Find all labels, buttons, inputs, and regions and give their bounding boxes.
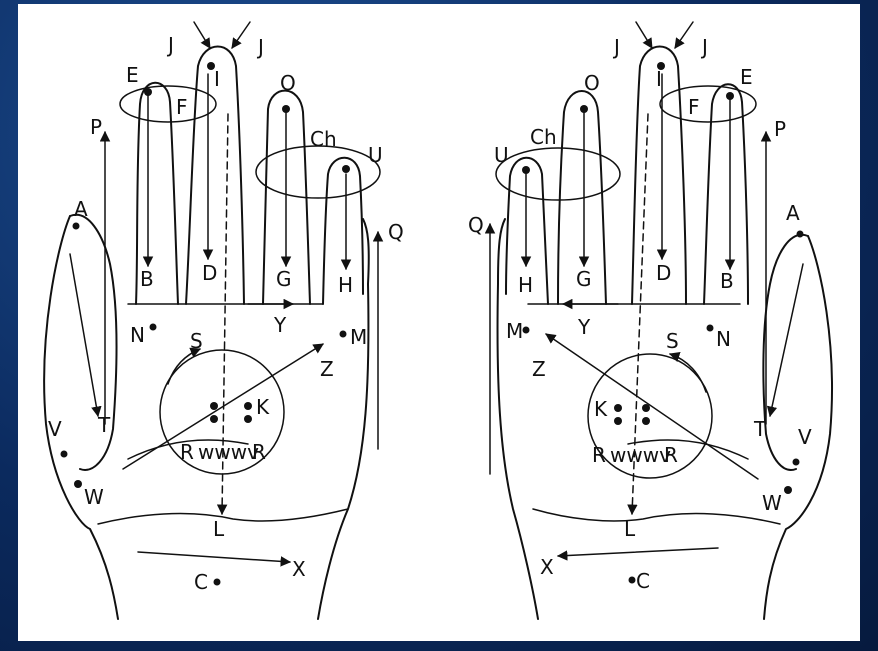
- right-label-f: F: [688, 95, 700, 119]
- right-label-v: V: [798, 425, 812, 449]
- left-label-i: I: [214, 67, 220, 91]
- right-label-o: O: [584, 71, 600, 95]
- left-label-n: N: [130, 323, 145, 347]
- right-arrow-j1: [636, 22, 652, 48]
- right-label-h: H: [518, 273, 533, 297]
- left-label-h: H: [338, 273, 353, 297]
- right-label-j1: J: [612, 35, 620, 59]
- left-label-a: A: [74, 197, 88, 221]
- left-label-q: Q: [388, 220, 404, 244]
- right-label-j2: J: [700, 35, 708, 59]
- left-label-y: Y: [273, 313, 287, 337]
- right-label-k: K: [594, 397, 608, 421]
- left-label-e: E: [126, 63, 139, 87]
- diagram-panel: J J I E F O Ch U P A Q B D G H N Y M S Z…: [18, 4, 860, 641]
- left-arrow-x: [138, 552, 290, 562]
- left-label-r1: R: [180, 440, 194, 464]
- right-arrow-x: [558, 548, 718, 556]
- left-hand: J J I E F O Ch U P A Q B D G H N Y M S Z…: [44, 22, 404, 619]
- left-arrow-j1: [194, 22, 210, 48]
- left-label-r2: R: [252, 440, 266, 464]
- left-label-d: D: [202, 261, 217, 285]
- left-label-w: W: [84, 485, 104, 509]
- left-label-s: S: [190, 329, 203, 353]
- right-label-u: U: [494, 143, 509, 167]
- right-label-c: C: [636, 569, 650, 593]
- left-label-wave: wwwv: [198, 440, 259, 464]
- left-label-x: X: [292, 557, 306, 581]
- right-label-a: A: [786, 201, 800, 225]
- left-label-g: G: [276, 267, 292, 291]
- left-label-t: T: [97, 413, 111, 437]
- right-label-t: T: [753, 417, 767, 441]
- left-label-c: C: [194, 570, 208, 594]
- left-label-b: B: [140, 267, 154, 291]
- left-label-o: O: [280, 71, 296, 95]
- left-label-p: P: [90, 115, 102, 139]
- right-hand: J J I E F O Ch U P A Q B D G H N Y M S Z…: [468, 22, 832, 619]
- left-label-f: F: [176, 95, 188, 119]
- hand-diagram: J J I E F O Ch U P A Q B D G H N Y M S Z…: [18, 4, 860, 641]
- right-label-r2: R: [664, 443, 678, 467]
- left-label-j1: J: [166, 33, 174, 57]
- right-arrow-j2: [675, 22, 693, 48]
- left-label-z: Z: [320, 357, 334, 381]
- right-label-l: L: [624, 517, 636, 541]
- right-label-e: E: [740, 65, 753, 89]
- right-label-x: X: [540, 555, 554, 579]
- right-label-y: Y: [577, 315, 591, 339]
- left-ring-ch: [256, 146, 380, 198]
- right-label-ch: Ch: [530, 125, 557, 149]
- right-label-d: D: [656, 261, 671, 285]
- right-label-z: Z: [532, 357, 546, 381]
- left-label-m: M: [350, 325, 367, 349]
- right-label-p: P: [774, 117, 786, 141]
- right-label-s: S: [666, 329, 679, 353]
- right-label-wave: wwwv: [610, 443, 671, 467]
- left-arrow-j2: [232, 22, 250, 48]
- left-label-l: L: [213, 517, 225, 541]
- right-label-g: G: [576, 267, 592, 291]
- left-label-u: U: [368, 143, 383, 167]
- left-label-v: V: [48, 417, 62, 441]
- left-label-k: K: [256, 395, 270, 419]
- right-label-w: W: [762, 491, 782, 515]
- right-label-i: I: [656, 67, 662, 91]
- right-label-b: B: [720, 269, 734, 293]
- right-label-q: Q: [468, 213, 484, 237]
- right-arrow-t: [770, 264, 803, 416]
- right-label-m: M: [506, 319, 523, 343]
- left-arrow-t: [70, 254, 98, 416]
- left-label-j2: J: [256, 35, 264, 59]
- right-label-n: N: [716, 327, 731, 351]
- right-label-r1: R: [592, 443, 606, 467]
- left-arrow-s: [168, 349, 200, 384]
- left-label-ch: Ch: [310, 127, 337, 151]
